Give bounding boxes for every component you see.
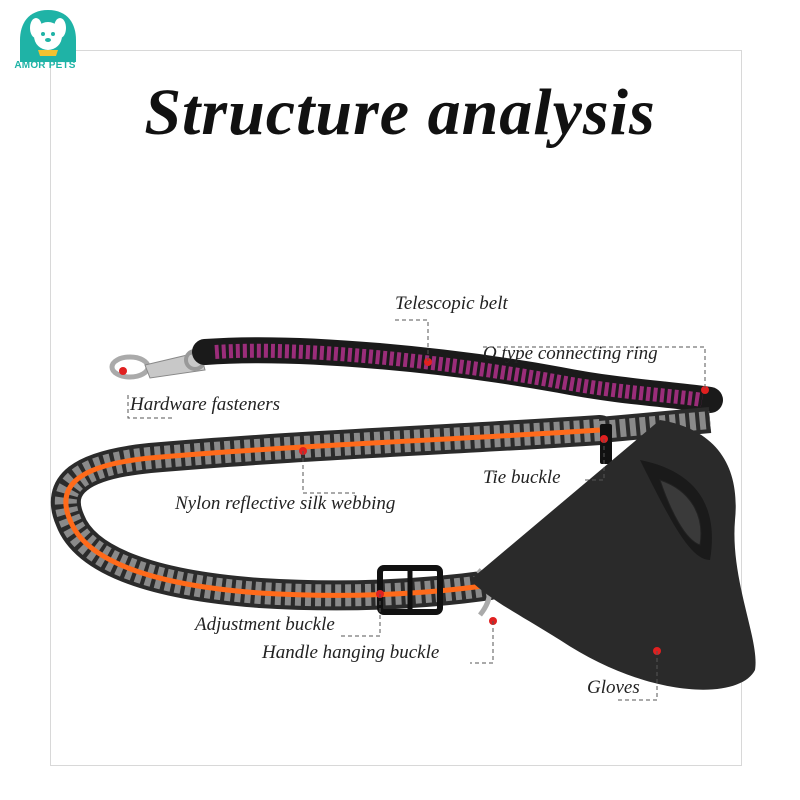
glove-handle <box>470 420 756 690</box>
brand-logo <box>8 6 88 76</box>
photo-frame <box>50 50 742 766</box>
label-telescopic-belt: Telescopic belt <box>395 293 508 314</box>
page-title: Structure analysis <box>144 76 656 149</box>
label-nylon-webbing: Nylon reflective silk webbing <box>175 493 396 514</box>
bungee-belt <box>192 337 723 413</box>
marker-hardware <box>119 367 127 375</box>
label-o-ring: O type connecting ring <box>483 343 658 364</box>
label-handle-hanging-buckle: Handle hanging buckle <box>262 642 440 663</box>
tie-buckle-icon <box>600 424 612 464</box>
label-adjustment-buckle: Adjustment buckle <box>195 614 335 635</box>
dog-logo-icon <box>20 10 76 62</box>
marker-o-ring <box>701 386 709 394</box>
marker-telescopic <box>424 358 432 366</box>
snap-hook-icon <box>109 349 206 380</box>
leader-lines <box>127 319 706 701</box>
label-hardware-fasteners: Hardware fasteners <box>130 394 281 415</box>
brand-name: AMOR PETS <box>14 60 76 71</box>
label-gloves: Gloves <box>587 677 640 698</box>
label-tie-buckle: Tie buckle <box>483 467 561 488</box>
